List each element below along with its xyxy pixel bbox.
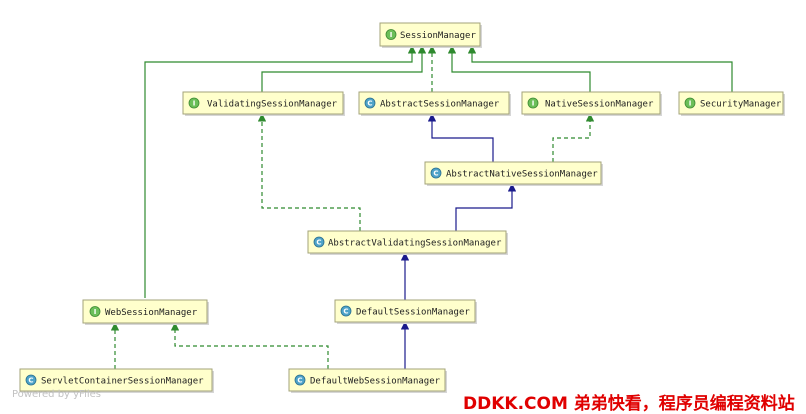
edge-abstract-validating-to-validating [257,113,361,231]
node-native-session-manager[interactable]: I NativeSessionManager [521,91,662,116]
node-default-web-session-manager[interactable]: C DefaultWebSessionManager [288,368,447,393]
interface-icon [89,306,101,317]
class-icon [294,374,306,386]
nodes: I SessionManager I ValidatingSessionMana… [19,22,785,393]
badge-letter: C [343,308,348,316]
node-label: DefaultWebSessionManager [310,377,441,387]
site-watermark: DDKK.COM 弟弟快看，程序员编程资料站 [463,394,795,414]
node-security-manager[interactable]: I SecurityManager [678,91,785,116]
node-label: NativeSessionManager [545,100,654,110]
badge-letter: C [297,377,302,385]
badge-letter: C [28,377,33,385]
edge-abstract-native-to-abstract [427,113,494,162]
badge-letter: I [94,308,97,316]
node-label: ServletContainerSessionManager [41,377,204,387]
class-icon [313,236,325,248]
node-validating-session-manager[interactable]: I ValidatingSessionManager [182,91,345,116]
interface-icon [385,29,397,40]
node-label: AbstractNativeSessionManager [446,170,598,180]
node-session-manager[interactable]: I SessionManager [379,22,482,48]
badge-letter: I [193,100,196,108]
interface-icon [527,97,539,109]
class-icon [25,374,37,386]
edge-abstract-native-to-native [552,113,595,162]
edge-abstract-validating-to-abstract-native [455,183,517,231]
edge-validating-to-session-manager [261,45,427,92]
class-icon [364,97,376,109]
node-label: ValidatingSessionManager [207,100,338,110]
badge-letter: C [367,100,372,108]
badge-letter: I [532,100,535,108]
badge-letter: C [433,170,438,178]
powered-by-watermark: Powered by yFiles [12,389,101,400]
node-label: SessionManager [400,31,476,41]
edge-default-web-to-web [170,322,329,369]
edge-native-to-session-manager [447,45,591,92]
node-servlet-container-session-manager[interactable]: C ServletContainerSessionManager [19,368,214,393]
node-label: SecurityManager [700,100,782,110]
node-abstract-native-session-manager[interactable]: C AbstractNativeSessionManager [424,161,603,186]
edge-web-to-session-manager [144,45,417,298]
badge-letter: I [689,100,692,108]
node-default-session-manager[interactable]: C DefaultSessionManager [334,299,477,324]
class-icon [340,305,352,317]
interface-icon [684,97,696,109]
node-abstract-validating-session-manager[interactable]: C AbstractValidatingSessionManager [307,230,508,255]
node-label: AbstractValidatingSessionManager [328,239,502,249]
edges [110,45,733,369]
edge-security-to-session-manager [467,45,733,92]
node-web-session-manager[interactable]: I WebSessionManager [82,299,209,325]
interface-icon [188,97,200,109]
node-label: DefaultSessionManager [356,308,470,318]
badge-letter: I [390,31,393,39]
node-label: AbstractSessionManager [380,100,500,110]
class-icon [430,167,442,179]
badge-letter: C [316,239,321,247]
node-label: WebSessionManager [105,308,198,318]
node-abstract-session-manager[interactable]: C AbstractSessionManager [358,91,511,116]
